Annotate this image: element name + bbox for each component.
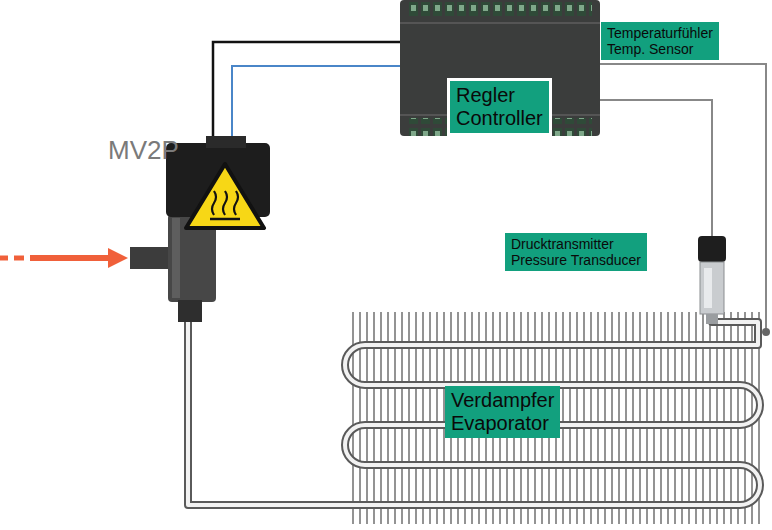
sensor-label: TemperaturfühlerTemp. Sensor bbox=[601, 22, 719, 60]
label-text: Controller bbox=[456, 107, 543, 130]
valve-wire bbox=[232, 66, 402, 146]
controller-label: ReglerController bbox=[447, 78, 552, 136]
evaporator-tube bbox=[188, 318, 760, 505]
temp-sensor bbox=[762, 328, 770, 336]
valve-body bbox=[130, 214, 216, 322]
flow-arrow bbox=[0, 248, 128, 268]
evaporator-label: VerdampferEvaporator bbox=[445, 386, 560, 438]
part-name: MV2P bbox=[108, 135, 179, 166]
label-text: Pressure Transducer bbox=[511, 252, 641, 268]
controller-module bbox=[400, 0, 600, 136]
valve-actuator bbox=[166, 136, 270, 228]
label-text: Temp. Sensor bbox=[607, 41, 713, 57]
sensor-wire bbox=[598, 64, 766, 330]
label-text: Drucktransmitter bbox=[511, 236, 641, 252]
label-text: Temperaturfühler bbox=[607, 25, 713, 41]
transducer-wire bbox=[598, 100, 712, 236]
valve-wire bbox=[213, 42, 402, 146]
label-text: Verdampfer bbox=[451, 389, 554, 412]
label-text: Regler bbox=[456, 84, 543, 107]
label-text: Evaporator bbox=[451, 412, 554, 435]
transducer-label: DrucktransmitterPressure Transducer bbox=[505, 233, 647, 271]
pressure-transducer bbox=[698, 236, 726, 324]
